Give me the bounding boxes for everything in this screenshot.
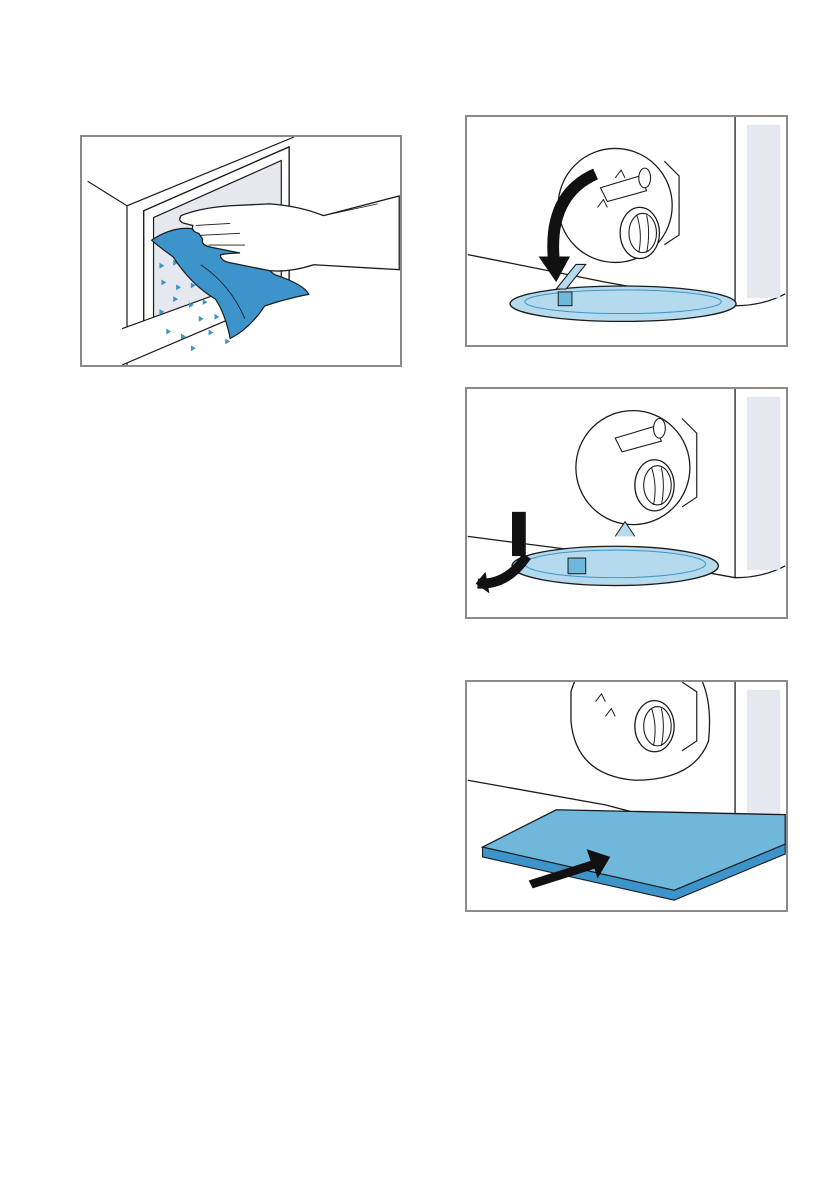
hand-wiping-cloth-icon	[82, 137, 400, 365]
container-push-arrow-icon	[467, 682, 786, 910]
flap-remove-arrow-icon	[467, 389, 786, 617]
flap-open-arrow-icon	[467, 117, 786, 345]
illustration-place-flat-container	[465, 680, 788, 912]
illustration-remove-service-flap	[465, 387, 788, 619]
illustration-open-service-flap	[465, 115, 788, 347]
illustration-wipe-drawer-cavity	[80, 135, 402, 367]
